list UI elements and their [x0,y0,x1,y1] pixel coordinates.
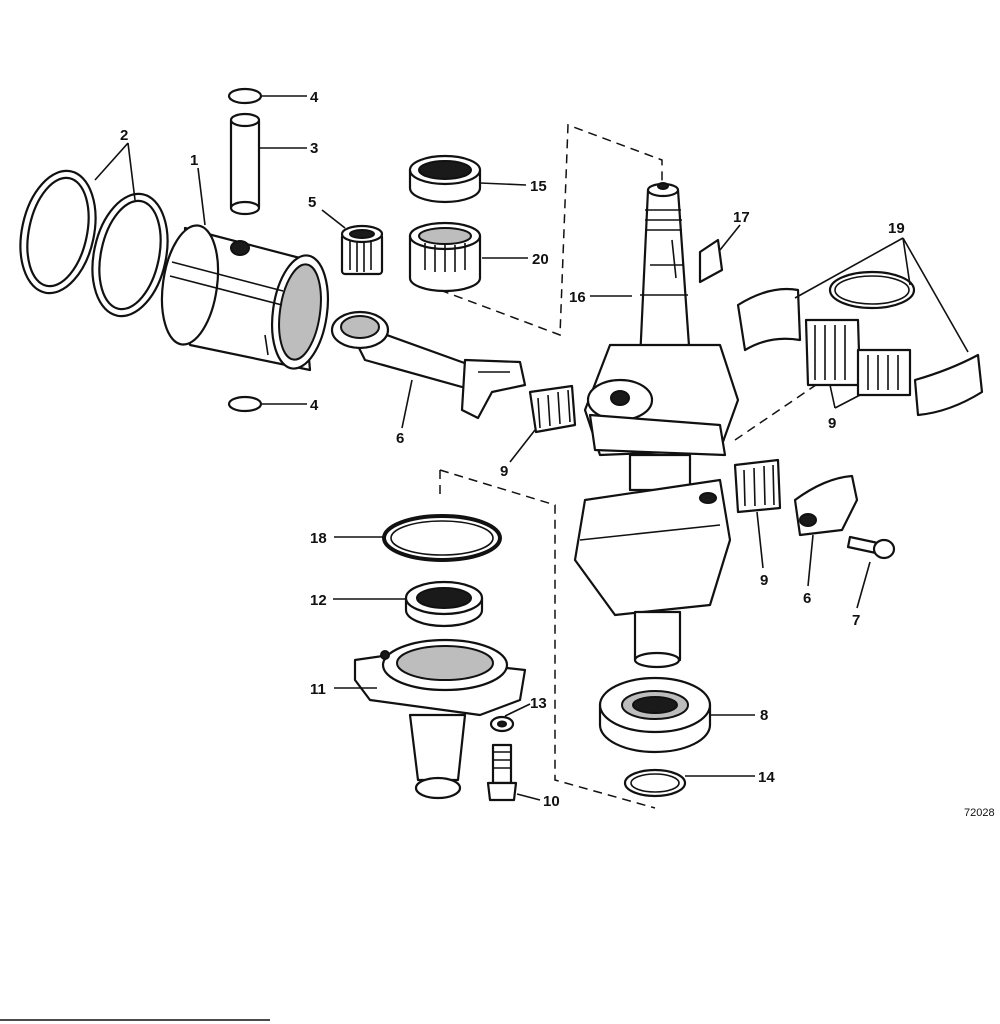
lower-seal [404,580,484,628]
connecting-rod-cap [793,474,859,537]
callout-2: 2 [120,127,128,144]
callout-11: 11 [310,681,326,698]
callout-14: 14 [758,769,775,786]
callout-4-bottom: 4 [310,397,319,414]
callout-16: 16 [569,289,586,306]
woodruff-key [698,238,724,284]
callout-labels: 1 2 3 4 4 5 6 6 7 8 9 9 9 10 11 12 13 14… [120,89,905,810]
upper-roller-bearing [408,221,482,293]
crankshaft [573,182,740,669]
main-bearing-race-and-retaining-ring [736,270,984,417]
piston-pin [229,112,261,216]
callout-17: 17 [733,209,750,226]
callout-20: 20 [532,251,549,268]
callout-7: 7 [852,612,860,629]
callout-18: 18 [310,530,327,547]
connecting-rod [330,310,527,420]
callout-15: 15 [530,178,547,195]
callout-1: 1 [190,152,198,169]
callout-6-cap: 6 [803,590,811,607]
callout-9-lower: 9 [760,572,768,589]
callout-3: 3 [310,140,318,157]
housing-screw [486,743,518,802]
figure-number: 72028 [964,807,995,819]
callout-19: 19 [888,220,905,237]
lower-bearing-housing [353,638,527,800]
callout-12: 12 [310,592,327,609]
piston [160,224,329,372]
callout-5: 5 [308,194,316,211]
callout-13: 13 [530,695,547,712]
callout-4-top: 4 [310,89,319,106]
callout-9-right: 9 [828,415,836,432]
callout-9-left: 9 [500,463,508,480]
rod-needle-bearings [528,318,912,514]
leader-lines [94,95,969,801]
housing-washer [489,715,515,733]
piston-rings [19,169,169,318]
o-ring [382,514,502,562]
lower-retaining-ring [623,768,687,798]
wrist-pin-needle-bearing [340,224,384,276]
upper-seal [408,154,482,204]
callout-8: 8 [760,707,768,724]
rod-cap-screw [846,535,896,560]
callout-10: 10 [543,793,560,810]
piston-pin-lock-rings [227,87,263,413]
lower-ball-bearing [598,676,712,754]
callout-6-rod: 6 [396,430,404,447]
